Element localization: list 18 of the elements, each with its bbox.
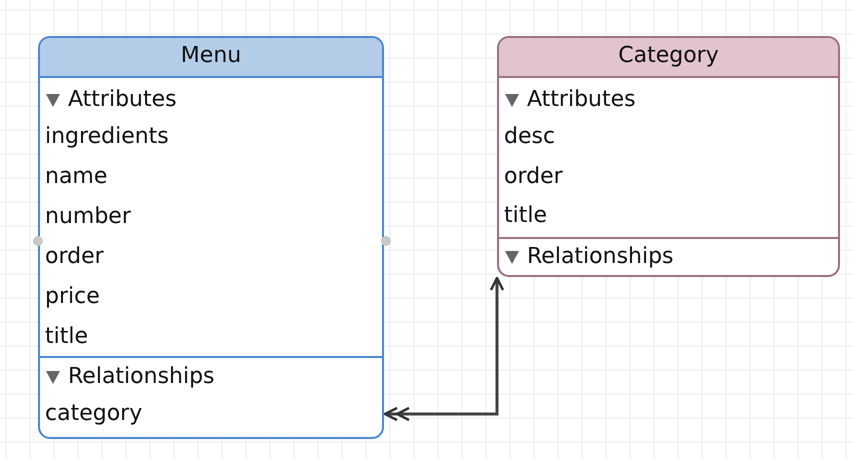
entity-name: Menu [180,42,242,70]
attribute-name: category [45,400,142,428]
section-heading: Attributes [68,86,177,114]
section-heading: Relationships [68,363,215,391]
attribute-name: name [45,163,108,191]
entity-name: Category [617,42,720,70]
attribute-name: ingredients [45,123,169,151]
attribute-name: title [504,202,548,230]
attribute-name: order [504,163,563,191]
relationship-arrow [384,276,504,422]
attribute-name: order [45,243,104,271]
entity-box [497,36,840,277]
attribute-name: desc [504,123,556,151]
section-heading: Attributes [527,86,636,114]
attribute-name: price [45,283,100,311]
section-heading: Relationships [527,243,674,271]
attribute-name: title [45,323,88,351]
attribute-name: number [45,203,131,231]
